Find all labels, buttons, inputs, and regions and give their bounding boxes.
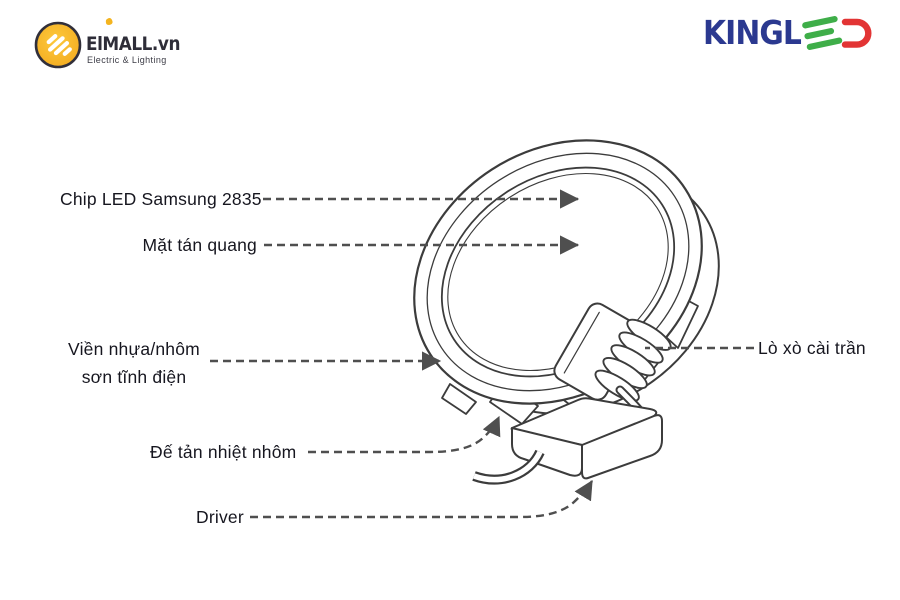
label-vien-line1: Viền nhựa/nhôm [68,339,200,359]
label-de-tan-nhiet-nhom: Đế tản nhiệt nhôm [150,442,297,462]
elmall-tagline: Electric & Lighting [87,55,167,65]
label-driver: Driver [196,507,244,527]
kingled-letter-d-shape [841,18,872,48]
driver-box [510,397,663,480]
elmall-spark-icon [105,18,113,25]
elmall-logo: ElMALL.vn Electric & Lighting [34,18,181,69]
label-mat-tan-quang: Mặt tán quang [142,235,257,255]
kingled-letter-e-shape [802,15,843,50]
ceiling-spring-icon [594,318,672,402]
label-chip-led: Chip LED Samsung 2835 [60,189,262,209]
label-vien-nhua-nhom: Viền nhựa/nhôm sơn tĩnh điện [62,335,206,391]
driver-wire [472,449,545,485]
lamp-drawing [413,139,720,485]
label-lo-xo-cai-tran: Lò xò cài trần [758,338,866,358]
lamp-face [413,139,703,405]
leader-de-tan-nhiet [308,415,501,454]
kingled-letters-kingl: KINGL [703,13,802,52]
leader-lines [210,189,754,519]
elmall-sun-icon [34,21,82,69]
elmall-wordmark: ElMALL.vn [86,33,180,55]
leader-driver [250,479,594,519]
kingled-logo: KINGL [703,13,872,52]
label-vien-line2: sơn tĩnh điện [81,367,187,387]
